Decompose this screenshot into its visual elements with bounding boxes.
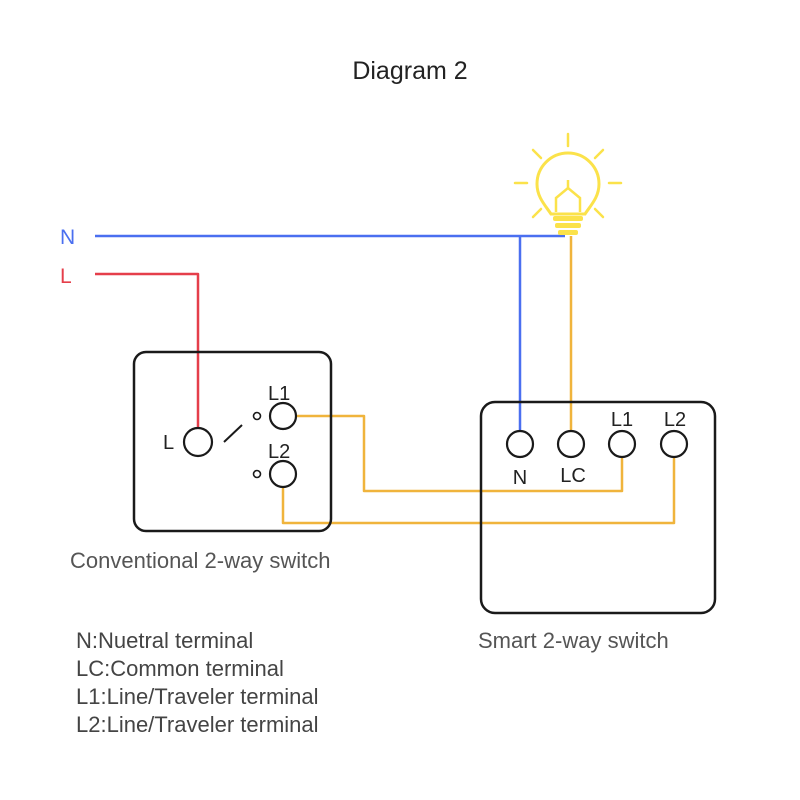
legend-item: L2:Line/Traveler terminal — [76, 712, 319, 737]
smart-terminal-l1 — [607, 429, 637, 459]
conv-terminal-l2 — [268, 459, 298, 489]
smart-terminal-n-label: N — [513, 467, 527, 489]
traveler-wire-l1 — [297, 414, 624, 493]
conventional-switch-box — [132, 350, 333, 533]
switch-contact-l2 — [252, 469, 262, 479]
traveler-wire-l2 — [281, 456, 676, 525]
neutral-wire — [95, 234, 565, 432]
smart-terminal-l1-label: L1 — [611, 409, 633, 431]
conventional-switch: L L1 L2 Conventional 2-way switch — [70, 350, 333, 573]
conv-terminal-l-label: L — [163, 432, 174, 454]
smart-terminal-l2 — [659, 429, 689, 459]
switch-lever — [223, 424, 243, 443]
terminal-legend: N:Nuetral terminal LC:Common terminal L1… — [76, 628, 319, 737]
smart-switch-caption: Smart 2-way switch — [478, 628, 669, 653]
smart-switch-box — [479, 400, 717, 615]
legend-item: N:Nuetral terminal — [76, 628, 253, 653]
conv-terminal-l — [182, 426, 214, 458]
conv-terminal-l1 — [268, 401, 298, 431]
line-supply-label: L — [60, 265, 72, 288]
line-wire — [95, 272, 200, 432]
conventional-switch-caption: Conventional 2-way switch — [70, 548, 330, 573]
legend-item: LC:Common terminal — [76, 656, 284, 681]
smart-terminal-lc — [556, 429, 586, 459]
switch-contact-l1 — [252, 411, 262, 421]
light-bulb-icon — [513, 132, 623, 235]
smart-terminal-n — [505, 429, 535, 459]
legend-item: L1:Line/Traveler terminal — [76, 684, 319, 709]
neutral-supply-label: N — [60, 226, 75, 249]
smart-terminal-l2-label: L2 — [664, 409, 686, 431]
smart-terminal-lc-label: LC — [560, 465, 586, 487]
smart-switch: N LC L1 L2 Smart 2-way switch — [478, 400, 717, 653]
conv-terminal-l1-label: L1 — [268, 383, 290, 405]
conv-terminal-l2-label: L2 — [268, 441, 290, 463]
diagram-title: Diagram 2 — [352, 57, 467, 85]
